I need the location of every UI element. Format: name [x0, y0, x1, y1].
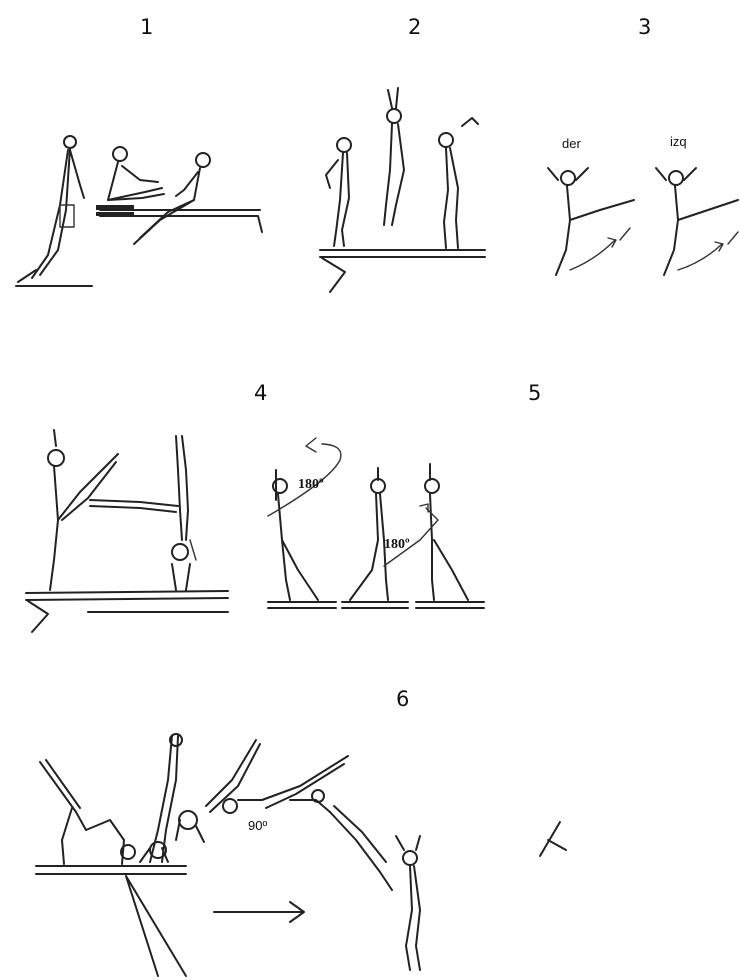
- arabesque-figure: [48, 430, 118, 590]
- jump-figure-right: [439, 118, 478, 248]
- label-der: der: [562, 136, 581, 151]
- walkover-figure-6: [396, 836, 420, 970]
- panel-3-number: 3: [638, 15, 651, 39]
- panel-2: 2: [320, 15, 485, 292]
- panel-6-number: 6: [396, 687, 409, 711]
- direction-arrow-icon: [214, 902, 304, 922]
- jump-figure-middle: [384, 88, 404, 225]
- walkover-figure-5: [290, 790, 392, 890]
- panel-6: 6: [36, 687, 566, 976]
- beam-2: [320, 250, 485, 257]
- panel-2-number: 2: [408, 15, 421, 39]
- beam-5: [268, 602, 484, 608]
- angle-label-top: 180º: [298, 477, 324, 492]
- panel-1-number: 1: [140, 15, 153, 39]
- beam-4: [26, 591, 228, 612]
- springboard: [96, 205, 134, 210]
- jump-figure-left: [326, 138, 351, 246]
- handstand-split-figure: [90, 436, 196, 590]
- panel-4: 4: [26, 381, 267, 632]
- standing-figure: [16, 136, 92, 286]
- panel-3: 3 der izq: [548, 15, 738, 275]
- panel-4-number: 4: [254, 381, 267, 405]
- kick-figure-right: [548, 168, 634, 275]
- piked-gymnast: [108, 147, 164, 200]
- turn-figure-3: [384, 464, 468, 600]
- kick-figure-left: [656, 168, 738, 275]
- beam-6: [36, 866, 186, 874]
- panel-1: 1: [16, 15, 262, 286]
- sliding-gymnast: [134, 153, 210, 244]
- corner-mark-icon: [540, 822, 566, 856]
- turn-figure-1: 180º: [268, 438, 341, 600]
- panel-5: 5 180º 180º: [268, 381, 541, 608]
- label-izq: izq: [670, 134, 687, 149]
- turn-figure-2: 180º: [350, 468, 410, 600]
- walkover-figure-2: [140, 734, 182, 862]
- walkover-figure-1: [40, 760, 135, 864]
- angle-label-90: 90º: [248, 818, 267, 833]
- panel-5-number: 5: [528, 381, 541, 405]
